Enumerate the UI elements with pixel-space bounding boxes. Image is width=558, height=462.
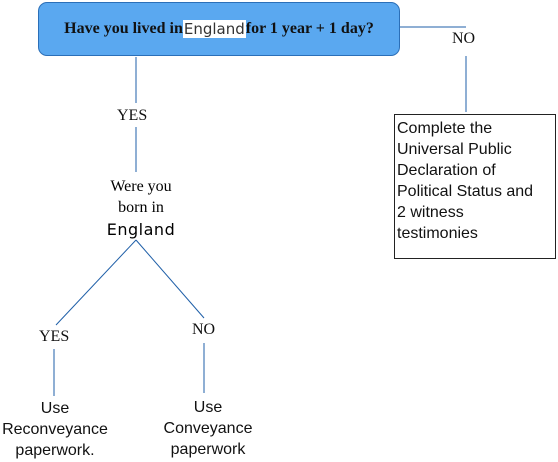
connector-born-to-yes xyxy=(55,239,137,326)
complete-line-5: 2 witness xyxy=(397,204,464,221)
question-highlight-word: England xyxy=(182,20,246,38)
question-text-before: Have you lived in xyxy=(64,20,183,37)
reconveyance-line-3: paperwork. xyxy=(15,442,95,459)
reconveyance-line-1: Use xyxy=(40,400,70,417)
root-no-label: NO xyxy=(452,30,476,47)
born-in-england-question: Were you born in England xyxy=(96,176,186,240)
born-question-line-3: England xyxy=(106,220,176,239)
complete-line-2: Universal Public xyxy=(397,141,512,158)
complete-declaration-box: Complete the Universal Public Declaratio… xyxy=(394,114,556,259)
complete-line-3: Declaration of xyxy=(397,162,496,179)
complete-line-4: Political Status and xyxy=(397,183,534,200)
reconveyance-line-2: Reconveyance xyxy=(2,421,108,438)
lived-in-england-question-box: Have you lived in England for 1 year + 1… xyxy=(38,2,400,56)
conveyance-line-1: Use xyxy=(193,399,223,416)
conveyance-line-2: Conveyance xyxy=(163,420,253,437)
born-no-label: NO xyxy=(192,321,216,338)
born-question-line-2: born in xyxy=(118,199,164,216)
complete-line-1: Complete the xyxy=(397,120,493,137)
connector-born-to-no xyxy=(135,239,205,319)
born-yes-label: YES xyxy=(39,328,70,345)
root-yes-label: YES xyxy=(117,107,148,124)
conveyance-line-3: paperwork xyxy=(170,441,246,458)
conveyance-outcome: Use Conveyance paperwork xyxy=(156,397,260,460)
complete-line-6: testimonies xyxy=(397,225,478,242)
born-question-line-1: Were you xyxy=(110,178,172,195)
reconveyance-outcome: Use Reconveyance paperwork. xyxy=(0,398,110,461)
question-text-after: for 1 year + 1 day? xyxy=(245,20,374,37)
